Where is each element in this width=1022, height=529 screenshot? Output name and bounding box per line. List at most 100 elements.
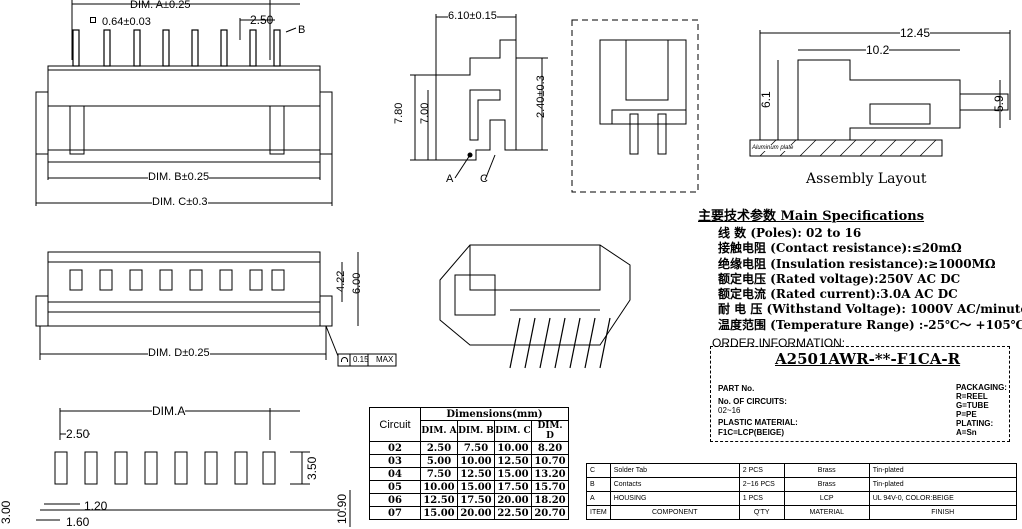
order-pack-opt: R=REEL xyxy=(956,392,988,401)
cell: 22.50 xyxy=(494,506,532,520)
order-plastic-val: F1C=LCP(BEIGE) xyxy=(718,428,785,437)
cell: LCP xyxy=(783,491,870,506)
cell: Tin-plated xyxy=(868,463,1017,478)
cell: 05 xyxy=(369,480,421,494)
cell: 15.00 xyxy=(494,467,532,481)
circuit-header: Circuit xyxy=(369,407,421,442)
pin-square-icon xyxy=(90,17,96,23)
cell: 13.20 xyxy=(531,467,569,481)
dimension-table: Circuit Dimensions(mm) DIM. A DIM. B DIM… xyxy=(369,407,569,520)
cell: 7.50 xyxy=(420,467,458,481)
cell: 17.50 xyxy=(494,480,532,494)
col-header: DIM. A xyxy=(420,420,458,442)
cell: Brass xyxy=(783,463,870,478)
cell: B xyxy=(586,477,611,492)
bom-row: C Solder Tab 2 PCS Brass Tin-plated xyxy=(586,463,1017,478)
cell: Solder Tab xyxy=(609,463,740,478)
front-dim-c: DIM. C±0.3 xyxy=(152,196,208,208)
cell: 8.20 xyxy=(531,441,569,455)
specs-block: 主要技术参数 Main Specifications 线 数 (Poles): … xyxy=(698,210,1022,333)
cell: 17.50 xyxy=(457,493,495,507)
order-part-no: PART No. xyxy=(718,384,755,393)
cell: 20.00 xyxy=(457,506,495,520)
order-packaging: PACKAGING: xyxy=(956,383,1007,392)
pcb-w2: 1.60 xyxy=(66,515,90,529)
cell: 15.00 xyxy=(420,506,458,520)
cell: 7.50 xyxy=(457,441,495,455)
pcb-h1: 3.50 xyxy=(305,456,319,480)
cell: HOUSING xyxy=(609,491,740,506)
col-header: DIM. B xyxy=(457,420,495,442)
cell: 2.50 xyxy=(420,441,458,455)
front-pin-width: 0.64±0.03 xyxy=(102,16,151,28)
bom-header-row: ITEM COMPONENT Q'TY MATERIAL FINISH xyxy=(586,505,1017,520)
cell: Contacts xyxy=(609,477,740,492)
order-circuits: No. OF CIRCUITS: xyxy=(718,397,787,406)
cell: 12.50 xyxy=(494,454,532,468)
order-plastic: PLASTIC MATERIAL: xyxy=(718,418,798,427)
cell: 15.70 xyxy=(531,480,569,494)
specs-heading: 主要技术参数 Main Specifications xyxy=(698,209,925,224)
pcb-dim-a: DIM.A xyxy=(152,404,186,418)
order-code: A2501AWR-**-F1CA-R xyxy=(775,350,961,368)
order-circuits-range: 02~16 xyxy=(718,406,741,415)
cell: Q'TY xyxy=(738,505,785,520)
callout-c: C xyxy=(480,173,488,185)
bottom-view xyxy=(35,251,397,367)
aluminum-plate-label: Aluminum plate xyxy=(752,145,794,151)
cell: FINISH xyxy=(868,505,1017,520)
cell: 07 xyxy=(369,506,421,520)
pcb-pitch: 2.50 xyxy=(66,427,90,441)
front-view xyxy=(35,0,333,206)
cell: 20.70 xyxy=(531,506,569,520)
pcb-h3: 3.00 xyxy=(0,500,13,524)
cell: 15.00 xyxy=(457,480,495,494)
spec-line: 线 数 (Poles): 02 to 16 xyxy=(718,226,862,240)
side-view xyxy=(410,14,548,181)
assembly-h1: 6.1 xyxy=(759,91,773,108)
assembly-h2: 5.9 xyxy=(992,95,1006,112)
iso-view xyxy=(439,244,631,369)
assembly-title: Assembly Layout xyxy=(806,171,927,187)
bom-table: C Solder Tab 2 PCS Brass Tin-plated B Co… xyxy=(586,463,1017,520)
cell: 20.00 xyxy=(494,493,532,507)
assembly-view xyxy=(749,30,1011,157)
flatness-value: 0.15 xyxy=(353,355,369,364)
cell: 10.70 xyxy=(531,454,569,468)
cell: 1 PCS xyxy=(738,491,785,506)
cell: 12.50 xyxy=(420,493,458,507)
bom-row: A HOUSING 1 PCS LCP UL 94V-0, COLOR:BEIG… xyxy=(586,491,1017,506)
spec-line: 耐 电 压 (Withstand Voltage): 1000V AC/minu… xyxy=(718,302,1022,317)
spec-line: 额定电流 (Rated current):3.0A AC DC xyxy=(718,287,958,302)
order-box xyxy=(710,346,1010,442)
bottom-h1: 4.22 xyxy=(335,270,347,292)
cell: 2 PCS xyxy=(738,463,785,478)
part-view xyxy=(571,19,699,193)
callout-b: B xyxy=(298,24,306,36)
bottom-h2: 6.00 xyxy=(351,272,363,294)
cell: 10.00 xyxy=(494,441,532,455)
side-h2: 7.00 xyxy=(419,102,431,124)
cell: Tin-plated xyxy=(868,477,1017,492)
pcb-h2: 10.90 xyxy=(335,493,349,524)
side-width: 6.10±0.15 xyxy=(448,10,497,22)
order-pack-opt: P=PE xyxy=(956,410,977,419)
cell: 10.00 xyxy=(420,480,458,494)
cell: ITEM xyxy=(586,505,611,520)
cell: 06 xyxy=(369,493,421,507)
cell: 18.20 xyxy=(531,493,569,507)
cell: 2~16 PCS xyxy=(738,477,785,492)
flatness-icon xyxy=(341,357,348,362)
cell: 04 xyxy=(369,467,421,481)
cell: 02 xyxy=(369,441,421,455)
spec-line: 绝缘电阻 (Insulation resistance):≥1000MΩ xyxy=(718,256,996,271)
cell: 03 xyxy=(369,454,421,468)
front-dim-a: DIM. A±0.25 xyxy=(130,0,191,11)
side-h1: 7.80 xyxy=(393,102,405,124)
